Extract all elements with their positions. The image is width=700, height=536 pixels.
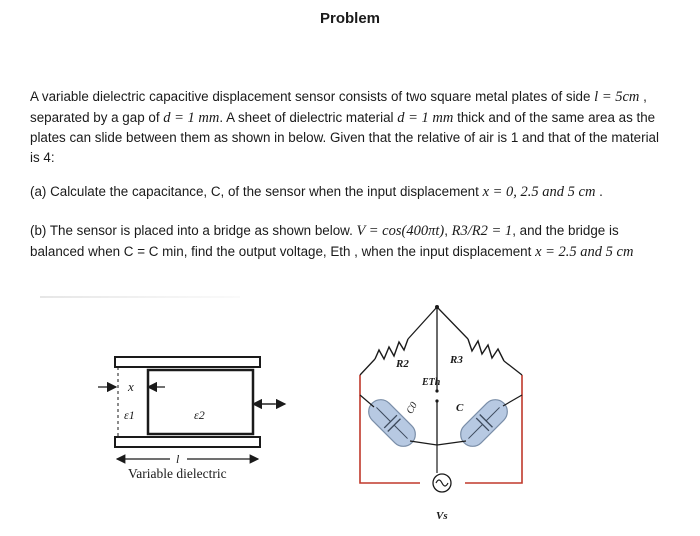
dielectric-slab <box>146 368 255 436</box>
r2-resistor <box>374 338 409 361</box>
eth-terminal-top <box>435 389 439 393</box>
plate-side-equation: l = 5cm <box>594 89 640 105</box>
top-plate <box>114 356 261 368</box>
intro-text-1: A variable dielectric capacitive displac… <box>30 89 595 104</box>
source-voltage-equation: V = cos(400πt) <box>356 223 445 239</box>
part-a-text-1: (a) Calculate the capacitance, C, of the… <box>30 184 483 199</box>
intro-text-3: . A sheet of dielectric material <box>219 109 398 125</box>
left-wire <box>359 375 420 484</box>
bridge-circuit-diagram: R2 R3 ETh C0 C Vs <box>359 305 523 522</box>
r3-wire-a <box>436 306 469 340</box>
eps1-label: ε1 <box>124 408 135 422</box>
intro-text-4: thick and of the same area as the plates… <box>30 109 659 165</box>
eth-label: ETh <box>421 377 441 388</box>
part-b-text-2: , <box>444 223 452 238</box>
problem-intro: A variable dielectric capacitive displac… <box>30 87 670 167</box>
ac-wave-icon <box>435 479 449 487</box>
displacement-equation-b: x = 2.5 and 5 cm <box>535 243 634 260</box>
r3-wire-b <box>503 360 523 376</box>
page-title: Problem <box>319 10 380 27</box>
r2-wire-b <box>407 306 438 340</box>
part-a-text-2: . <box>595 184 603 199</box>
part-b-text-1: (b) The sensor is placed into a bridge a… <box>30 223 357 238</box>
eth-terminal-bottom <box>435 399 439 403</box>
c0-lead-bottom <box>409 440 438 446</box>
r2-wire-a <box>359 358 376 376</box>
intro-text-2: , separated by a gap of <box>30 89 647 125</box>
top-node <box>435 305 439 309</box>
sensor-diagram: x ε1 ε2 l Variable dielectric <box>98 356 287 481</box>
part-b: (b) The sensor is placed into a bridge a… <box>30 221 670 262</box>
capacitor-c0 <box>368 399 416 447</box>
c0-lead-top <box>359 394 375 408</box>
sheet-thickness-equation: d = 1 mm <box>397 109 454 126</box>
bottom-plate <box>114 436 261 448</box>
l-label: l <box>176 452 180 466</box>
right-wire <box>465 375 523 484</box>
x-label: x <box>127 379 134 394</box>
r3-label: R3 <box>449 354 463 366</box>
c0-label: C0 <box>405 400 420 416</box>
part-a: (a) Calculate the capacitance, C, of the… <box>30 182 670 203</box>
resistor-ratio-equation: R3/R2 = 1 <box>451 223 513 239</box>
c-label: C <box>456 402 464 414</box>
eps2-label: ε2 <box>194 408 205 422</box>
faint-divider <box>40 296 240 298</box>
r2-label: R2 <box>395 358 409 370</box>
r3-resistor <box>467 338 505 362</box>
gap-equation: d = 1 mm <box>163 109 220 126</box>
capacitor-c <box>460 399 508 447</box>
c-lead-bottom <box>436 440 467 446</box>
figure-caption: Variable dielectric <box>128 466 227 481</box>
vs-label: Vs <box>436 510 448 522</box>
displacement-equation-a: x = 0, 2.5 and 5 cm <box>482 184 596 200</box>
part-b-text-3: , and the bridge is balanced when C = C … <box>30 223 619 259</box>
c-lead-top <box>502 394 523 407</box>
